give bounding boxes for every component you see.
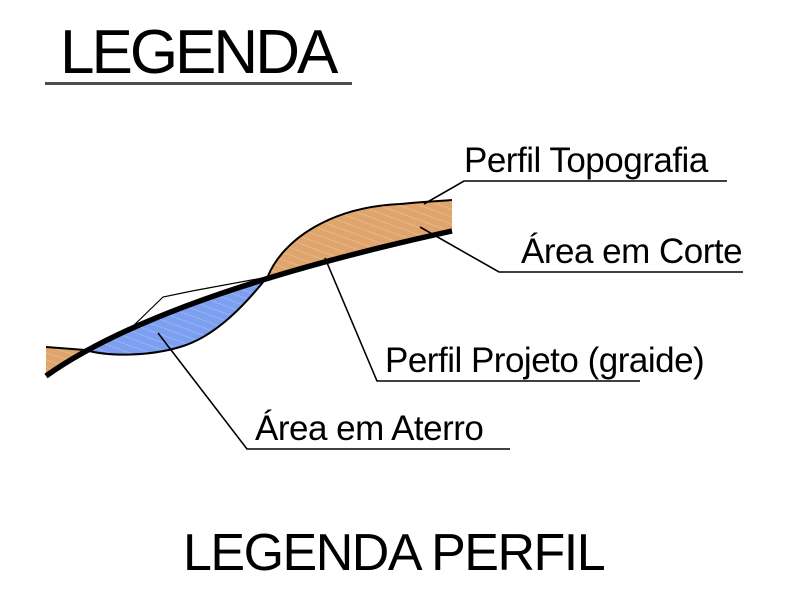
leader-line-projeto xyxy=(324,257,640,382)
leader-line-aterro xyxy=(157,332,510,450)
label-area-em-corte: Área em Corte xyxy=(521,232,743,271)
label-area-em-aterro: Área em Aterro xyxy=(255,409,484,448)
grade-profile-line xyxy=(44,228,453,379)
page-title-underline xyxy=(45,82,352,85)
topography-aux-polyline xyxy=(126,276,269,333)
leader-line-corte xyxy=(419,226,743,273)
label-perfil-topografia: Perfil Topografia xyxy=(464,141,708,180)
page-title: LEGENDA xyxy=(60,18,338,87)
legend-caption: LEGENDA PERFIL xyxy=(183,524,606,582)
label-perfil-projeto: Perfil Projeto (graide) xyxy=(385,341,705,380)
leader-line-topografia xyxy=(423,180,727,205)
cut-area-hatch xyxy=(268,200,452,276)
